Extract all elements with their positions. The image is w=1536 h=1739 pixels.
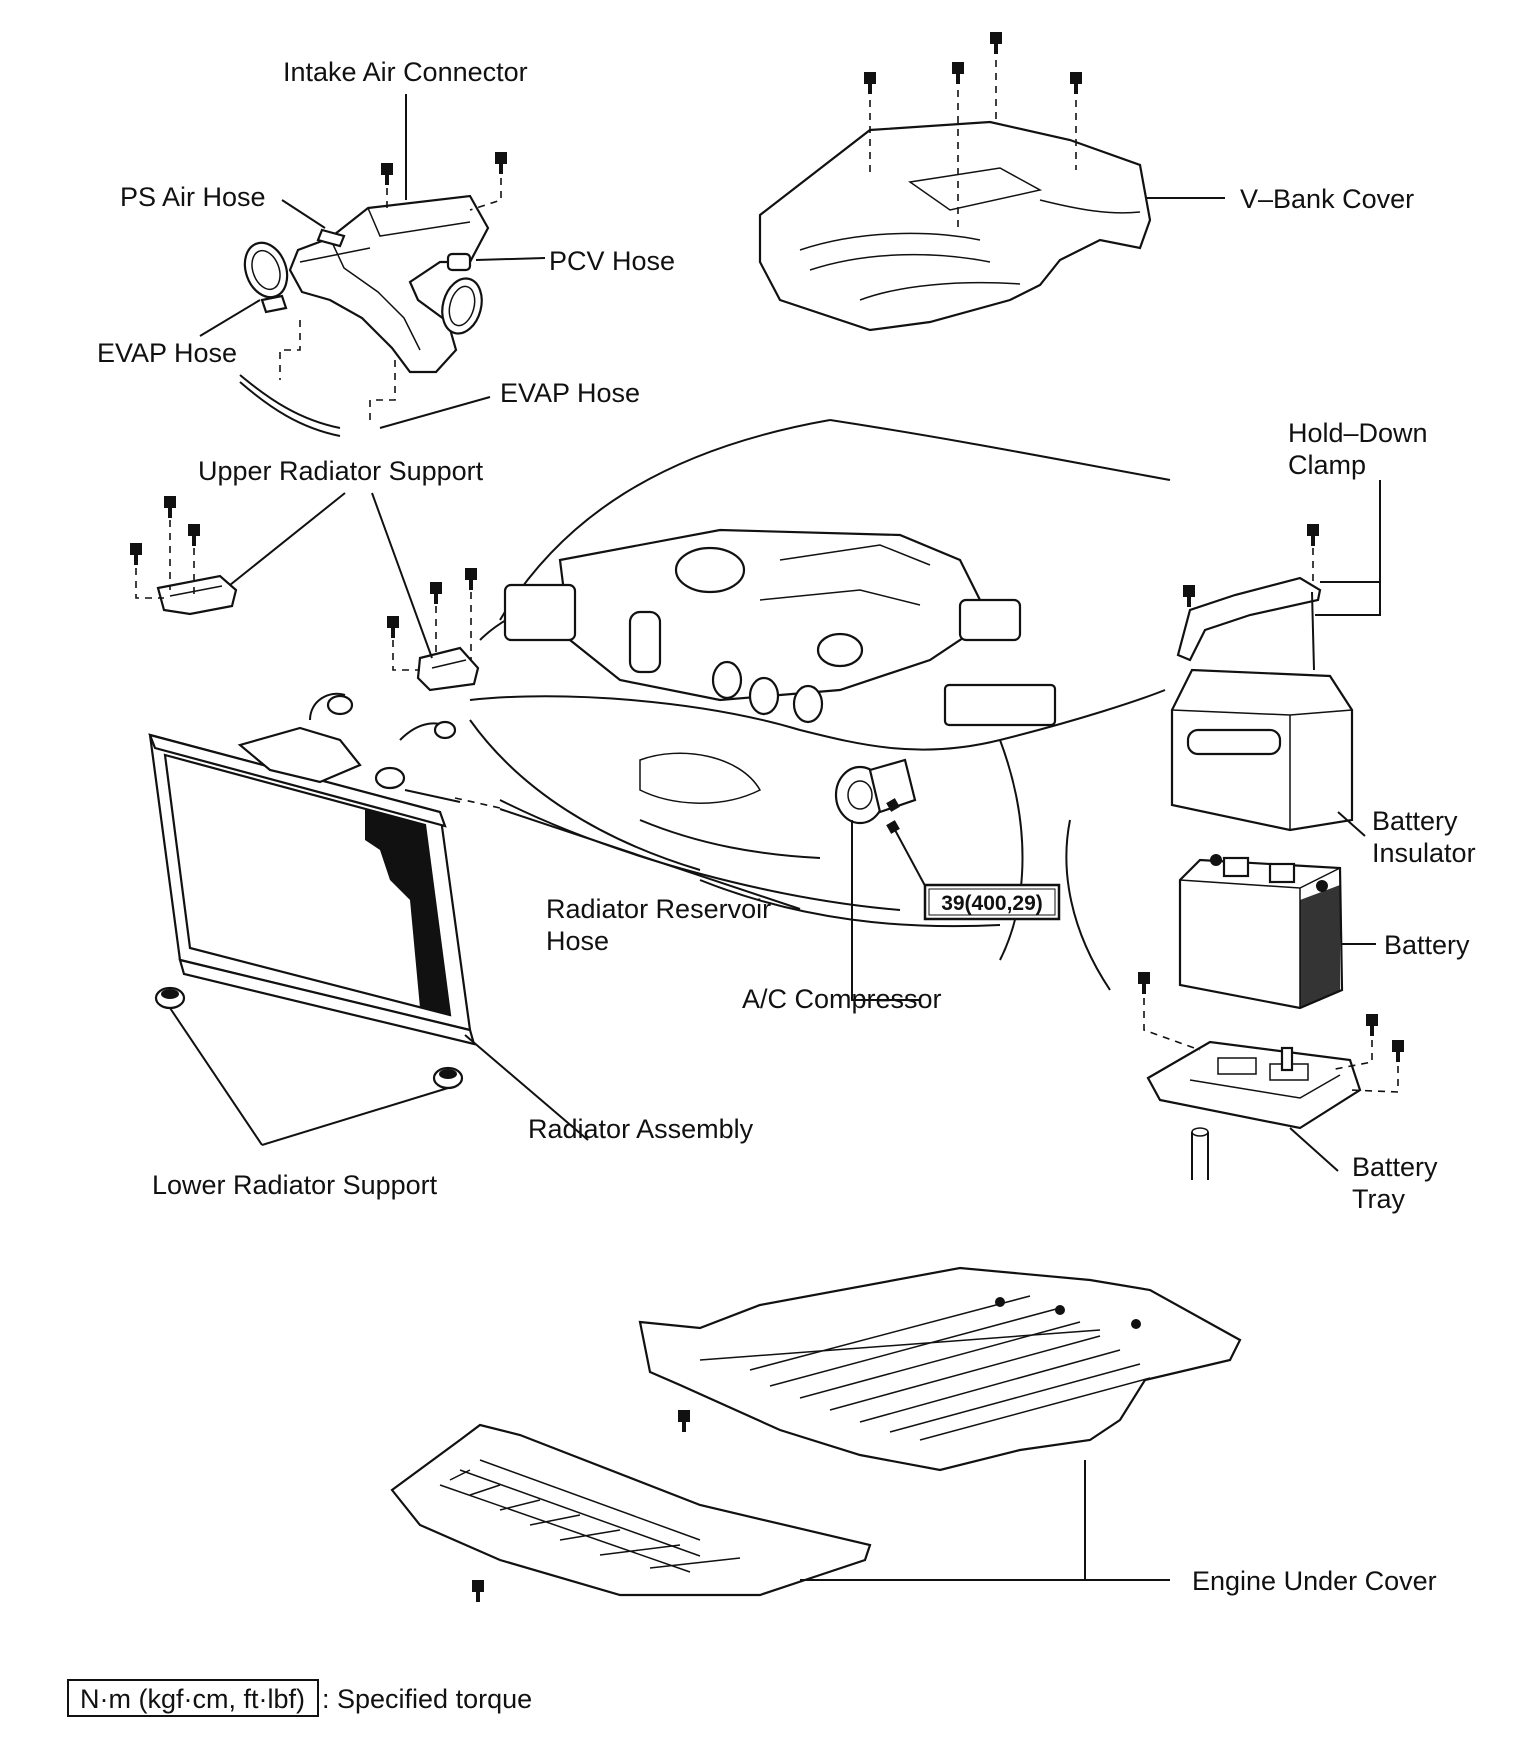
torque-value: 39(400,29) — [941, 892, 1043, 915]
label-radiator-assembly: Radiator Assembly — [528, 1114, 754, 1144]
leader-lines — [169, 94, 1381, 1581]
label-radiator-reservoir-hose-2: Hose — [546, 926, 609, 956]
torque-callout: 39(400,29) — [923, 883, 1061, 921]
torque-legend: N·m (kgf·cm, ft·lbf) : Specified torque — [67, 1679, 532, 1717]
v-bank-cover-part — [758, 32, 1152, 332]
label-v-bank-cover: V–Bank Cover — [1240, 184, 1414, 214]
label-lower-radiator-support: Lower Radiator Support — [152, 1170, 438, 1200]
label-engine-under-cover: Engine Under Cover — [1192, 1566, 1437, 1596]
intake-air-connector-part — [239, 152, 507, 437]
ac-compressor-part — [834, 758, 917, 825]
lower-radiator-support-parts — [154, 986, 464, 1090]
upper-radiator-support-parts — [130, 496, 480, 692]
battery-insulator-part — [1170, 668, 1354, 832]
label-hold-down-clamp-2: Clamp — [1288, 450, 1366, 480]
label-battery-tray-1: Battery — [1352, 1152, 1438, 1182]
label-upper-radiator-support: Upper Radiator Support — [198, 456, 484, 486]
label-evap-hose-right: EVAP Hose — [500, 378, 640, 408]
legend-text: : Specified torque — [322, 1684, 532, 1714]
battery-tray-part — [1138, 972, 1404, 1180]
label-battery-tray-2: Tray — [1352, 1184, 1405, 1214]
battery-group-parts — [1138, 524, 1404, 1180]
battery-part — [1178, 854, 1344, 1010]
label-intake-air-connector: Intake Air Connector — [283, 57, 528, 87]
radiator-assembly-part — [148, 692, 501, 1090]
label-hold-down-clamp-1: Hold–Down — [1288, 418, 1428, 448]
legend-unit-box: N·m (kgf·cm, ft·lbf) — [80, 1684, 305, 1714]
label-battery-insulator-2: Insulator — [1372, 838, 1476, 868]
hold-down-clamp-part — [1176, 524, 1322, 671]
label-radiator-reservoir-hose-1: Radiator Reservoir — [546, 894, 771, 924]
vehicle-engine-bay-outline — [469, 419, 1171, 991]
label-evap-hose-left: EVAP Hose — [97, 338, 237, 368]
label-battery-insulator-1: Battery — [1372, 806, 1458, 836]
label-ps-air-hose: PS Air Hose — [120, 182, 266, 212]
part-labels: Intake Air Connector PS Air Hose PCV Hos… — [97, 57, 1476, 1596]
label-ac-compressor: A/C Compressor — [742, 984, 942, 1014]
engine-under-cover-parts — [390, 1266, 1242, 1602]
label-pcv-hose: PCV Hose — [549, 246, 675, 276]
label-battery: Battery — [1384, 930, 1470, 960]
